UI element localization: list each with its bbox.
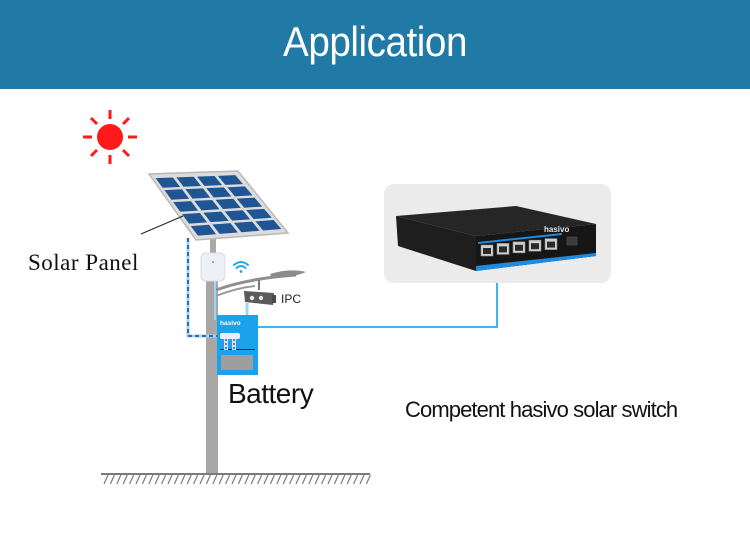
rj45-port-socket [547, 241, 555, 248]
solar-cell [185, 188, 211, 199]
solar-cell [255, 220, 282, 231]
solar-cell [164, 189, 190, 200]
panel-mount-post [210, 235, 216, 255]
ground-hatch-mark [218, 474, 224, 485]
battery-label: Battery [228, 378, 314, 409]
ground-hatch-mark [269, 474, 275, 485]
ground-hatch-mark [263, 474, 269, 485]
ground-hatch-mark [340, 474, 346, 485]
solar-cell [215, 198, 241, 210]
rj45-port-socket [531, 243, 539, 250]
ground-hatch-mark [109, 474, 115, 485]
solar-cell [236, 197, 263, 208]
ground-hatch-mark [237, 474, 243, 485]
ground-hatch-mark [359, 474, 365, 485]
ground-hatch-mark [154, 474, 160, 485]
ground-hatch-mark [116, 474, 122, 485]
solar-cell [181, 212, 208, 224]
solar-cell [212, 223, 238, 234]
battery-box-brand: hasivo [220, 320, 241, 327]
street-pole [206, 254, 218, 474]
solar-cell [173, 201, 199, 212]
ground-hatch-mark [308, 474, 314, 485]
ground-hatch-mark [193, 474, 199, 485]
solar-cell [246, 208, 272, 220]
ground-hatch-mark [205, 474, 211, 485]
switch-product-card: hasivo [384, 184, 611, 283]
solar-cell [197, 175, 223, 186]
ground-hatch-mark [103, 474, 109, 485]
ground-hatch-mark [180, 474, 186, 485]
solar-cell [190, 224, 217, 236]
solar-cell [206, 187, 232, 198]
ground-hatch-mark [295, 474, 301, 485]
ground-hatch-mark [129, 474, 135, 485]
rj45-port-socket [515, 244, 523, 251]
ground-hatch-mark [122, 474, 128, 485]
solar-panel [147, 170, 290, 241]
ground-hatch-mark [365, 474, 371, 485]
access-point-icon [200, 252, 226, 282]
ground-hatch-mark [289, 474, 295, 485]
battery-box [217, 315, 258, 375]
ground-hatch-mark [199, 474, 205, 485]
ground-hatch-mark [148, 474, 154, 485]
ground-hatch-mark [353, 474, 359, 485]
solar-cell [217, 175, 243, 185]
solar-cell [155, 177, 181, 188]
ground-hatch-mark [333, 474, 339, 485]
ground-hatch-mark [161, 474, 167, 485]
ground-hatch-mark [282, 474, 288, 485]
solar-cell [194, 199, 220, 211]
solar-cell [203, 211, 229, 223]
ground-hatch-mark [301, 474, 307, 485]
ground-line [101, 473, 371, 485]
solar-cell [176, 176, 202, 187]
switch-data-cable [258, 282, 498, 328]
ground-hatch-mark [186, 474, 192, 485]
ground-hatch-mark [257, 474, 263, 485]
switch-caption: Competent hasivo solar switch [405, 397, 678, 422]
solar-cell [224, 210, 251, 221]
solar-panel-leader-line [140, 215, 184, 235]
rj45-port-socket [499, 246, 507, 253]
ipc-camera-icon [244, 280, 276, 305]
ground-hatch-mark [321, 474, 327, 485]
rj45-port-socket [483, 248, 491, 254]
poe-switch-image: hasivo [396, 206, 596, 271]
ground-hatch-mark [314, 474, 320, 485]
page-title: Application [283, 18, 467, 65]
ground-hatch-mark [141, 474, 147, 485]
wifi-icon [233, 261, 249, 273]
street-lamp-arm [215, 270, 306, 297]
solar-panel-label: Solar Panel [28, 250, 139, 275]
ground-hatch-mark [225, 474, 231, 485]
solar-cell [227, 186, 253, 197]
ground-hatch-mark [167, 474, 173, 485]
switch-brand: hasivo [544, 225, 569, 234]
ground-hatch-mark [327, 474, 333, 485]
ground-hatch-mark [135, 474, 141, 485]
ipc-label: IPC [281, 292, 302, 306]
ground-hatch-mark [276, 474, 282, 485]
ground-hatch-mark [346, 474, 352, 485]
solar-cell [233, 221, 260, 233]
ground-hatch-mark [231, 474, 237, 485]
sun-icon [83, 110, 137, 164]
ground-hatch-mark [250, 474, 256, 485]
header-banner: Application [0, 0, 750, 89]
ground-hatch-mark [173, 474, 179, 485]
ground-hatch-mark [212, 474, 218, 485]
ground-hatch-mark [244, 474, 250, 485]
